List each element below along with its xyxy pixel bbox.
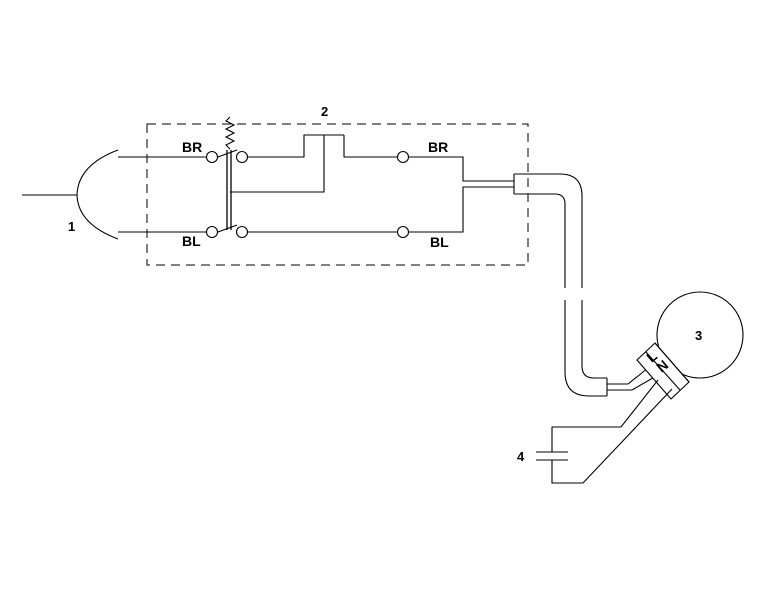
br-terminal-right [396,150,410,164]
plug-arc [76,149,119,240]
spring-icon [224,116,236,150]
bl-switch-blade [217,224,238,233]
bl-circuit [118,186,514,239]
cable-outer-top [514,173,583,288]
br-label-left: BR [182,139,202,155]
motor-terminal-divider-2 [654,342,690,383]
cable-inner-top [514,193,566,288]
plug [22,149,119,240]
bl-terminal-switch-out [235,225,249,239]
motor-line-wire [607,367,649,385]
capacitor-bottom-wire [551,388,673,484]
cable-upper [513,173,583,288]
bl-cable-wire [409,186,514,233]
label-2: 2 [321,104,328,119]
cable-bottom-curve-outer [564,371,607,397]
bl-label-left: BL [182,233,201,249]
bl-terminal-right [396,225,410,239]
cable-bottom-curve-inner [581,365,607,379]
cable-lower [564,300,608,397]
bl-label-right: BL [430,234,449,250]
label-4: 4 [517,449,525,464]
switch-actuator [224,116,236,230]
br-circuit [118,134,514,193]
motor-neutral-wire [607,374,659,391]
motor-terminal-divider-1 [645,351,681,391]
capacitor [536,379,673,484]
br-terminal-switch-out [235,150,249,164]
capacitor-top-wire [551,379,659,452]
bl-terminal-left [205,225,219,239]
motor [607,291,744,400]
br-out-wire [343,135,397,158]
label-1: 1 [68,219,75,234]
br-cable-wire [409,156,514,182]
switch-enclosure [146,123,529,266]
br-terminal-left [205,150,219,164]
motor-circle [656,291,744,379]
label-3: 3 [695,328,702,343]
br-label-right: BR [428,139,448,155]
br-loop-wire [230,134,325,193]
